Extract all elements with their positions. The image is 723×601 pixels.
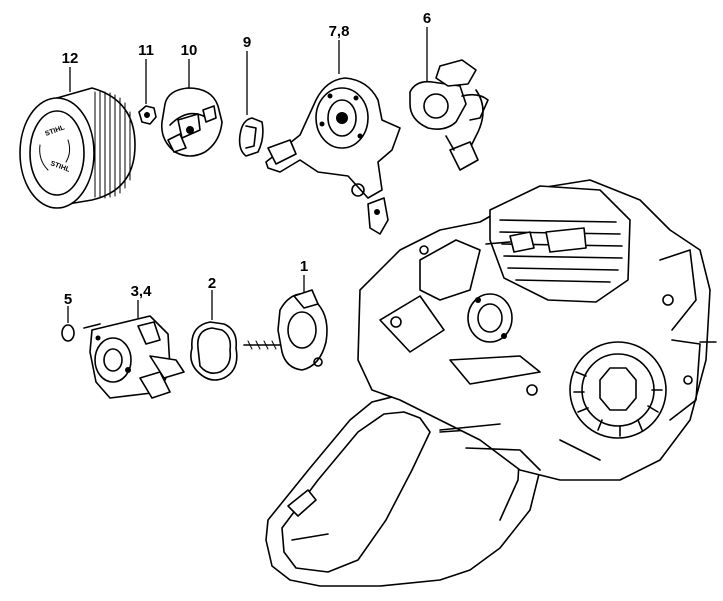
clip-icon [238, 117, 264, 157]
part-label-10: 10 [180, 42, 198, 59]
part-label-9: 9 [242, 34, 252, 51]
part-label-5: 5 [63, 291, 73, 308]
baffle-plate-icon [265, 77, 401, 235]
part-label-12: 12 [61, 50, 79, 67]
gasket-icon [190, 321, 238, 381]
carburetor-icon [83, 315, 185, 399]
intake-manifold-icon [243, 289, 328, 371]
wiring-plate-icon [409, 59, 489, 171]
part-label-7-8: 7,8 [328, 23, 350, 40]
part-label-2: 2 [207, 275, 217, 292]
part-label-1: 1 [299, 258, 309, 275]
part-label-6: 6 [422, 10, 432, 27]
o-ring-icon [61, 324, 75, 342]
nut-icon [138, 105, 157, 125]
part-label-11: 11 [138, 42, 154, 59]
chainsaw-housing-icon [265, 179, 717, 587]
part-label-3-4: 3,4 [130, 283, 152, 300]
air-filter-icon: STIHL STIHL [19, 87, 136, 209]
filter-base-icon [160, 87, 223, 157]
